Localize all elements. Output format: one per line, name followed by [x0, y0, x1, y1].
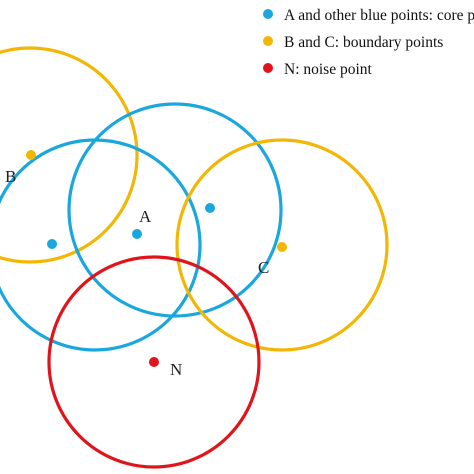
- legend-boundary-label: B and C: boundary points: [284, 34, 443, 51]
- circle-b: [0, 46, 139, 264]
- label-c: C: [258, 258, 269, 277]
- point-core-left: [47, 239, 57, 249]
- label-n: N: [170, 360, 182, 379]
- legend-core-dot: [263, 9, 273, 19]
- circle-core-left: [0, 138, 202, 352]
- legend-boundary-dot: [263, 36, 273, 46]
- point-b: [26, 150, 36, 160]
- points: [26, 150, 287, 367]
- point-n: [149, 357, 159, 367]
- label-a: A: [139, 207, 152, 226]
- circle-a: [67, 102, 283, 318]
- circle-n: [47, 255, 261, 469]
- neighborhood-circles: [0, 46, 389, 469]
- legend-core-label: A and other blue points: core points: [284, 7, 474, 24]
- point-c: [277, 242, 287, 252]
- legend-noise-label: N: noise point: [284, 61, 373, 78]
- point-core-right: [205, 203, 215, 213]
- point-labels: B A C N: [5, 167, 269, 379]
- legend-noise-dot: [263, 63, 273, 73]
- legend: A and other blue points: core points B a…: [263, 7, 474, 78]
- circle-c: [175, 138, 389, 352]
- label-b: B: [5, 167, 16, 186]
- point-a: [132, 229, 142, 239]
